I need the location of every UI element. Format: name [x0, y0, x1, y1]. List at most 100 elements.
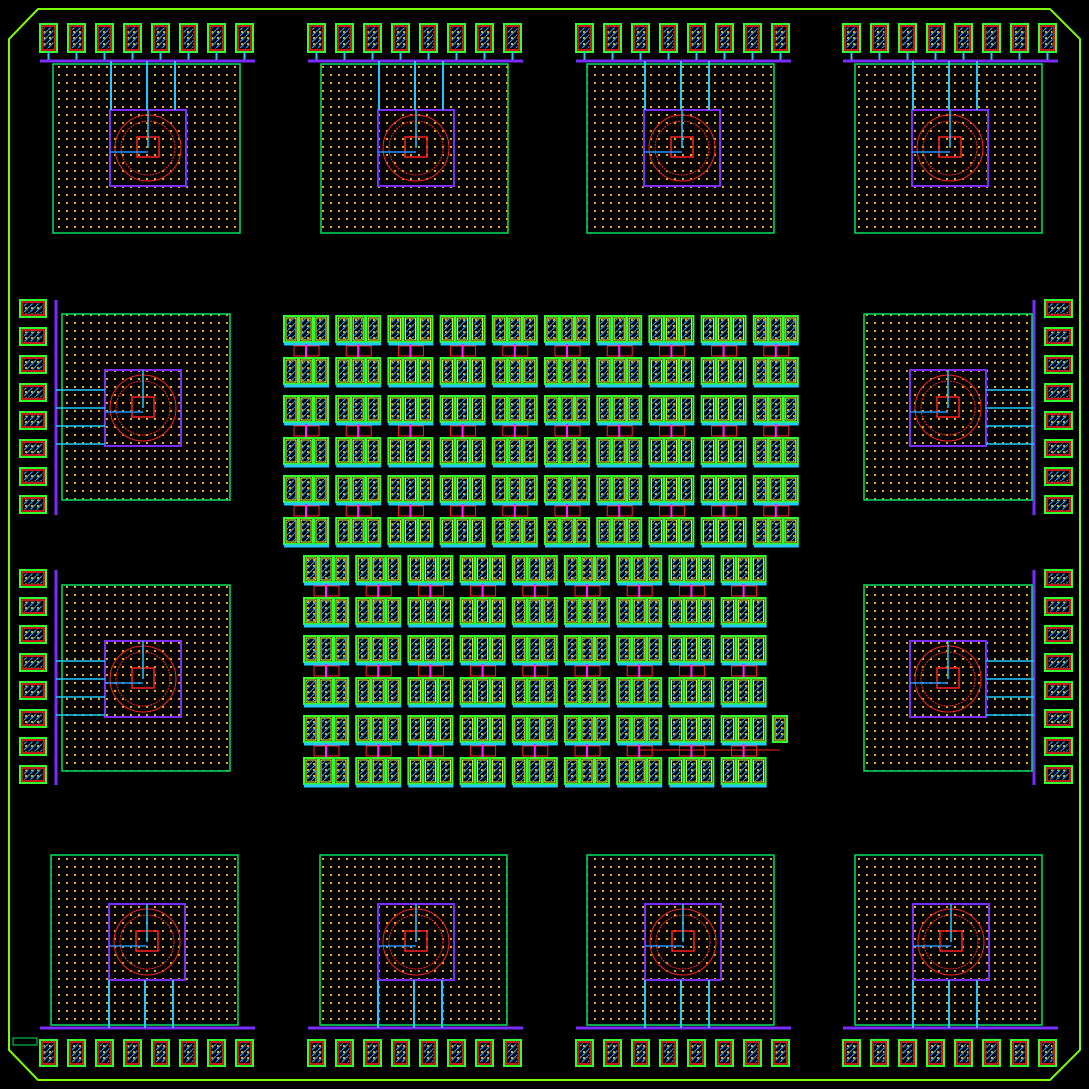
cell-fill [359, 681, 368, 701]
cell-inner-ring [439, 717, 451, 741]
array-cell [333, 555, 349, 583]
pad-fill [451, 1043, 462, 1063]
array-cell [559, 395, 575, 423]
cell-inner-ring [439, 599, 451, 623]
pad-ring [21, 329, 45, 344]
pad-ring [393, 25, 408, 51]
array-cell [437, 635, 454, 663]
cell-fill [478, 761, 487, 781]
cell-inner-ring [723, 759, 735, 783]
bond-pad [870, 23, 889, 53]
top-cell-array [283, 315, 799, 548]
cell-inner-ring [285, 317, 297, 341]
cell-fill [719, 441, 728, 461]
pad-ring [21, 739, 45, 754]
cell-inner-ring [409, 679, 421, 703]
cell-inner-ring [613, 317, 625, 341]
pad-fill [127, 27, 138, 49]
array-cell [365, 517, 382, 545]
bond-pad [1044, 439, 1073, 458]
array-cell [454, 437, 471, 465]
pad-ring [745, 25, 760, 51]
array-cell [318, 757, 334, 785]
cell-inner-ring [685, 679, 697, 703]
array-cell [750, 715, 767, 743]
dotted-pad-area [61, 313, 231, 501]
cell-fill [515, 681, 524, 701]
pad-fill [902, 1043, 913, 1063]
cell-inner-ring [315, 477, 327, 501]
cell-fill [756, 521, 765, 541]
array-cell [668, 597, 685, 625]
array-cell [611, 517, 628, 545]
chip-boundary [8, 8, 1081, 1081]
cell-fill [583, 639, 591, 659]
array-cell [678, 437, 695, 465]
array-cell [407, 715, 424, 743]
cell-fill [441, 559, 450, 579]
pad-ring [209, 25, 224, 51]
array-cell [564, 555, 580, 583]
array-cell [752, 517, 769, 545]
cell-fill [510, 479, 519, 499]
cell-fill [563, 319, 571, 339]
array-cell [735, 715, 752, 743]
array-cell [700, 395, 717, 423]
array-cell [544, 437, 560, 465]
cell-inner-ring [561, 317, 573, 341]
array-cell [439, 315, 456, 343]
cell-fill [739, 601, 748, 621]
bond-pad [363, 23, 382, 53]
cell-inner-ring [723, 679, 735, 703]
cell-fill [786, 441, 795, 461]
array-cell [559, 475, 575, 503]
cell-inner-ring [424, 679, 436, 703]
array-cell [298, 517, 314, 545]
cell-inner-ring [442, 397, 454, 421]
array-cell [511, 635, 528, 663]
cell-inner-ring [546, 317, 558, 341]
bond-pad [954, 1039, 973, 1067]
cell-fill [667, 361, 676, 381]
pad-fill [43, 27, 54, 49]
cell-inner-ring [733, 397, 745, 421]
array-cell [407, 677, 424, 705]
cell-inner-ring [509, 519, 521, 543]
cell-fill [786, 479, 795, 499]
cell-inner-ring [285, 519, 297, 543]
array-cell [730, 517, 747, 545]
cell-inner-ring [285, 477, 297, 501]
pad-ring [1046, 385, 1071, 400]
pad-fill [663, 1043, 674, 1063]
array-cell [407, 555, 424, 583]
cell-inner-ring [650, 317, 662, 341]
cell-inner-ring [494, 477, 506, 501]
cell-fill [568, 639, 576, 659]
cell-inner-ring [566, 759, 578, 783]
cell-inner-ring [633, 759, 645, 783]
cell-fill [786, 319, 795, 339]
cell-fill [525, 479, 534, 499]
array-cell [491, 437, 508, 465]
array-cell [474, 757, 491, 785]
bond-pad [603, 1039, 622, 1067]
array-cell [700, 315, 717, 343]
cell-outline [385, 597, 402, 625]
pad-outline [307, 1039, 326, 1067]
cell-inner-ring [576, 397, 588, 421]
cell-inner-ring [596, 637, 608, 661]
cell-inner-ring [285, 439, 297, 463]
pad-outline [954, 1039, 973, 1067]
bond-pad [419, 23, 438, 53]
cell-fill [650, 681, 659, 701]
pad-ring [745, 1041, 760, 1065]
pad-outline [1044, 467, 1073, 486]
bond-pad [1044, 709, 1073, 728]
layout-layers [8, 8, 1081, 1081]
cell-inner-ring [404, 317, 416, 341]
cell-fill [391, 479, 400, 499]
cell-fill [650, 639, 659, 659]
array-cell [683, 677, 700, 705]
cell-inner-ring [670, 557, 682, 581]
array-cell [594, 555, 610, 583]
